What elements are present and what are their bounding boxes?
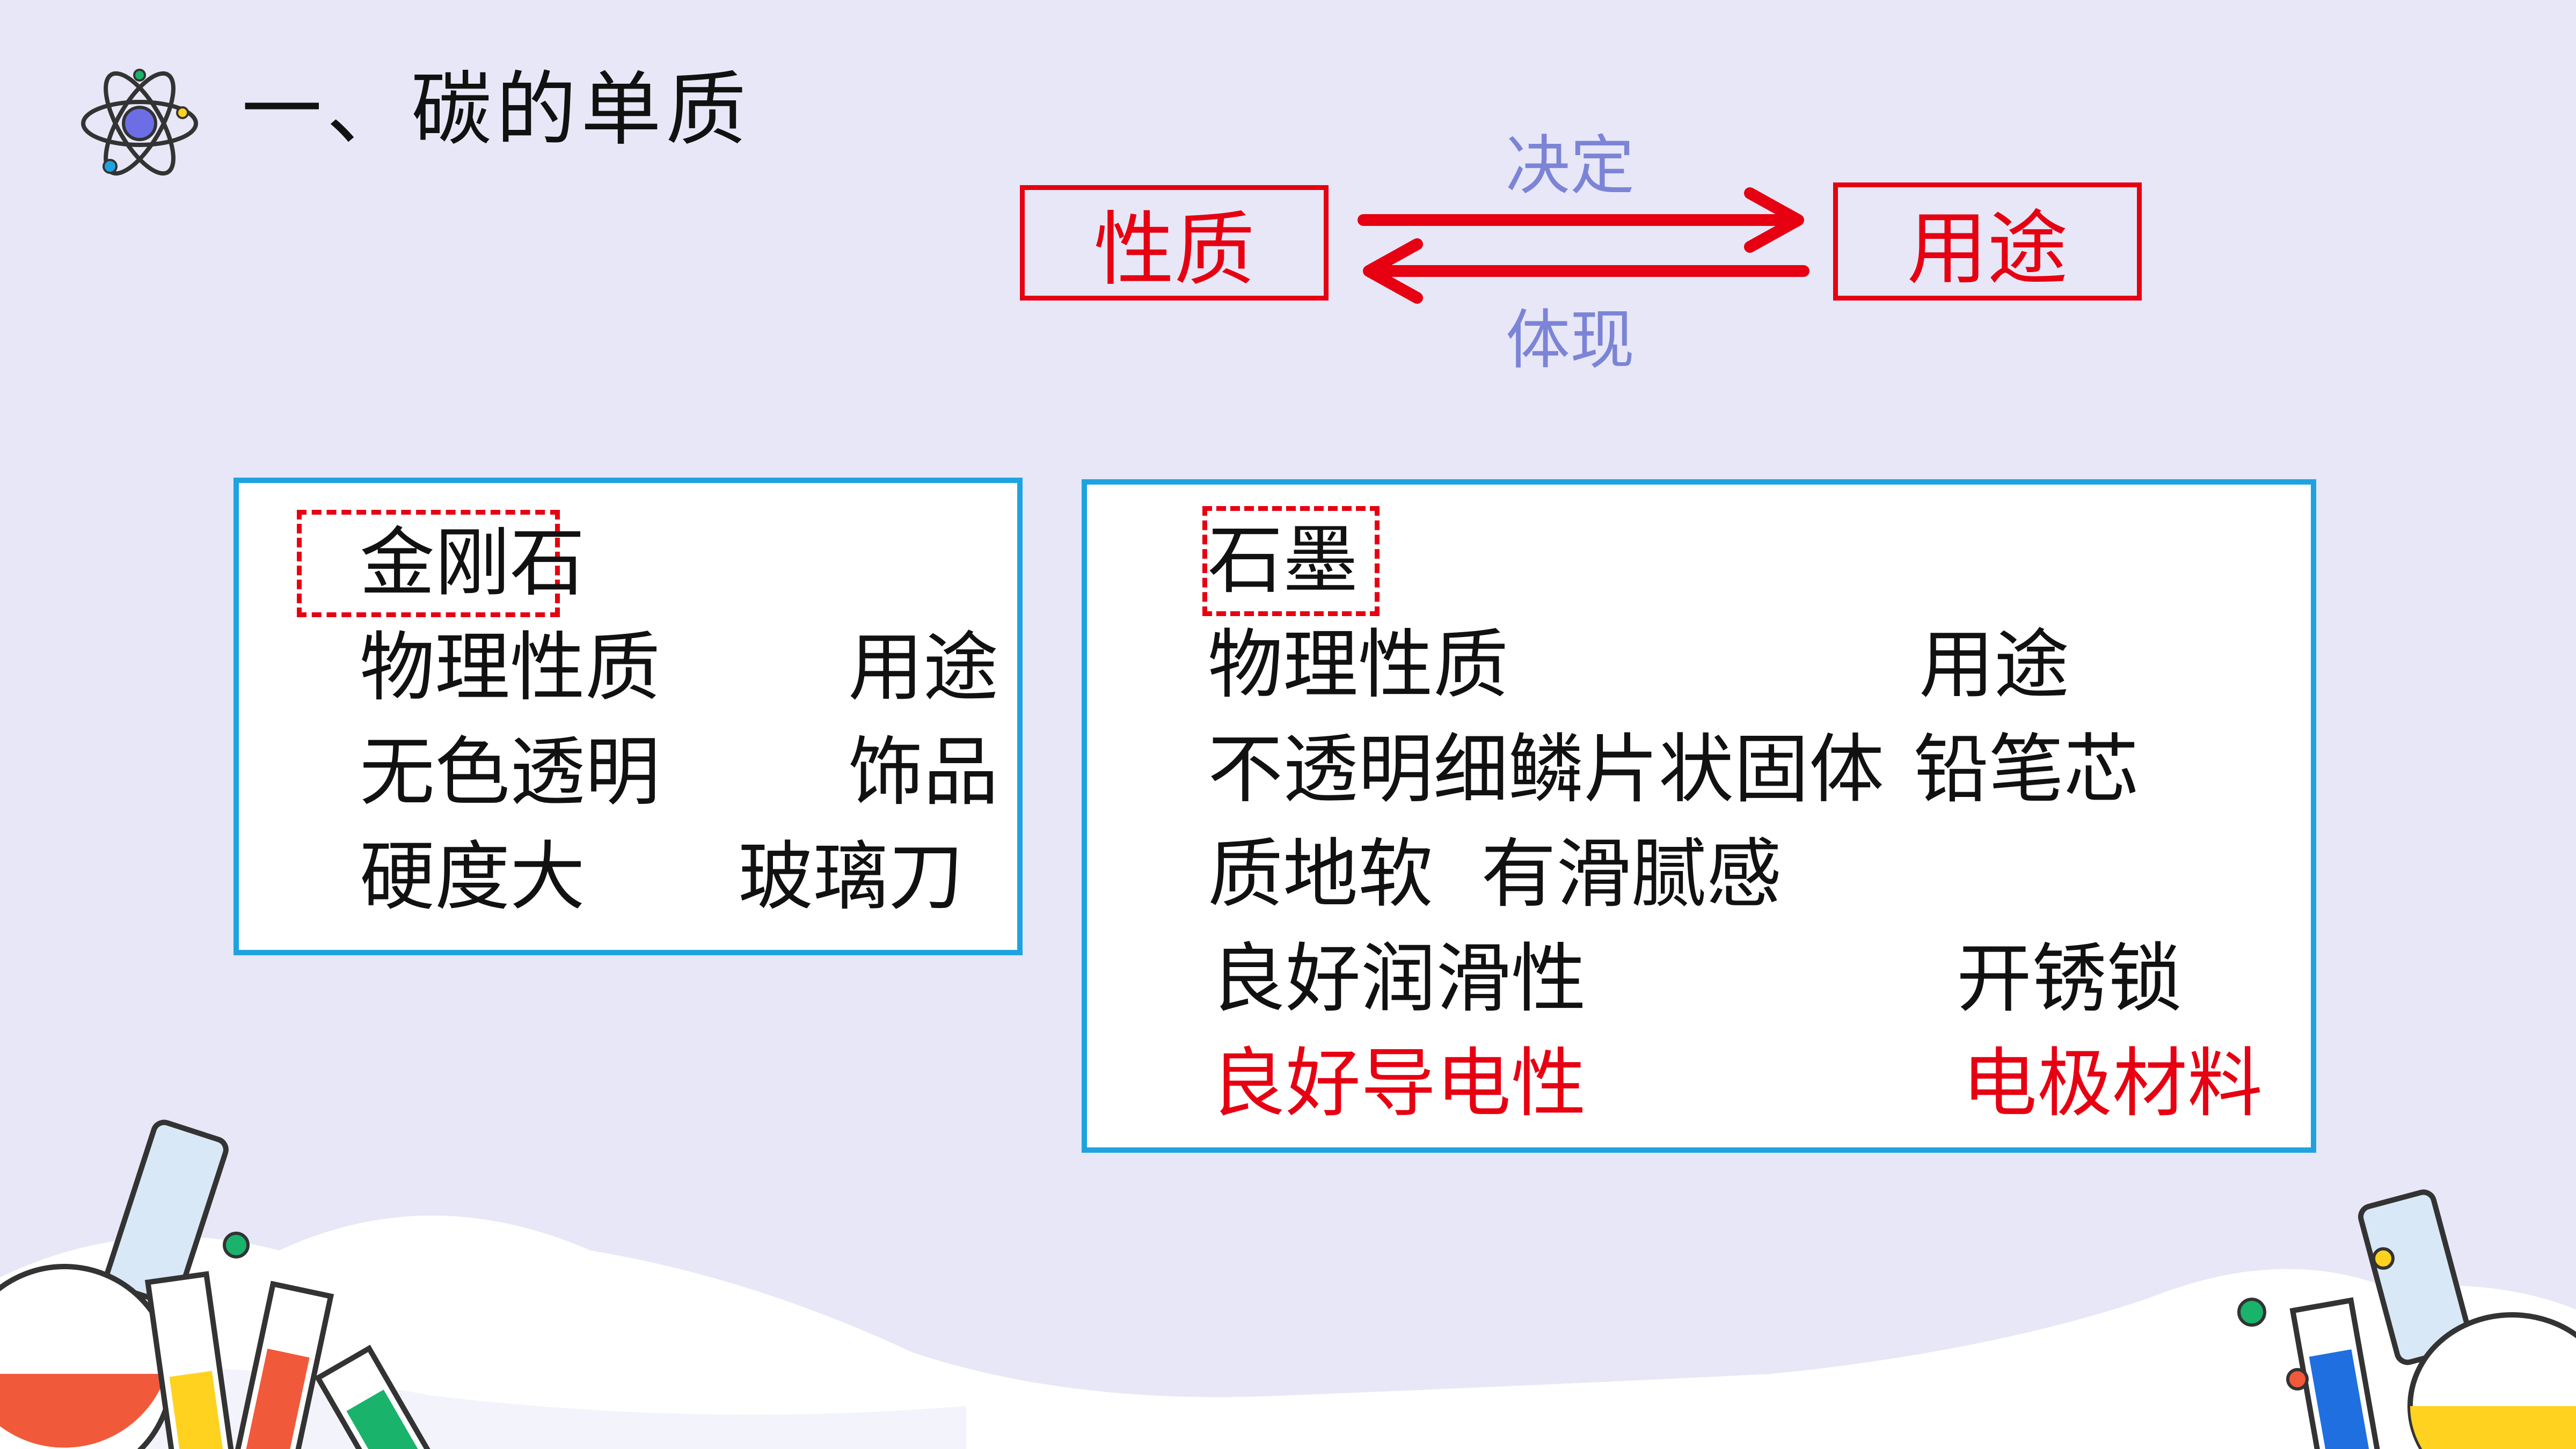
graphite-use-header: 用途	[1919, 621, 2070, 709]
determines-label: 决定	[1506, 129, 1634, 203]
diamond-property-row: 硬度大	[360, 833, 586, 921]
graphite-highlight-box	[1202, 506, 1380, 616]
diamond-name: 金刚石	[360, 519, 586, 607]
relation-arrows	[1358, 187, 1809, 304]
right-flask-illustration	[2237, 1189, 2576, 1449]
diamond-panel	[233, 478, 1023, 955]
diamond-use-row: 玻璃刀	[738, 833, 964, 921]
diamond-use-header: 用途	[848, 624, 999, 712]
page-title: 一、碳的单质	[242, 63, 751, 157]
reflects-label: 体现	[1506, 303, 1634, 378]
diamond-property-header: 物理性质	[360, 624, 661, 712]
diamond-use-row: 饰品	[848, 729, 999, 816]
graphite-use-row: 电极材料	[1962, 1040, 2263, 1128]
property-box: 性质	[1020, 185, 1329, 301]
graphite-name: 石墨	[1208, 517, 1359, 604]
graphite-property-row: 不透明细鳞片状固体	[1208, 726, 1885, 814]
graphite-property-row: 良好润滑性	[1210, 935, 1587, 1023]
left-arrow	[1363, 238, 1809, 304]
atom-icon	[81, 69, 198, 176]
graphite-panel	[1082, 479, 2316, 1153]
right-arrow	[1358, 187, 1804, 253]
diamond-highlight-box	[297, 510, 560, 617]
graphite-property-row: 质地软 有滑腻感	[1208, 831, 1782, 918]
graphite-property-header: 物理性质	[1208, 621, 1509, 709]
graphite-use-row: 铅笔芯	[1914, 726, 2140, 814]
diamond-property-row: 无色透明	[360, 729, 661, 816]
graphite-property-row: 良好导电性	[1210, 1040, 1587, 1128]
graphite-use-row: 开锈锁	[1957, 935, 2183, 1023]
left-flask-illustration	[0, 1119, 454, 1449]
use-box: 用途	[1833, 182, 2142, 301]
